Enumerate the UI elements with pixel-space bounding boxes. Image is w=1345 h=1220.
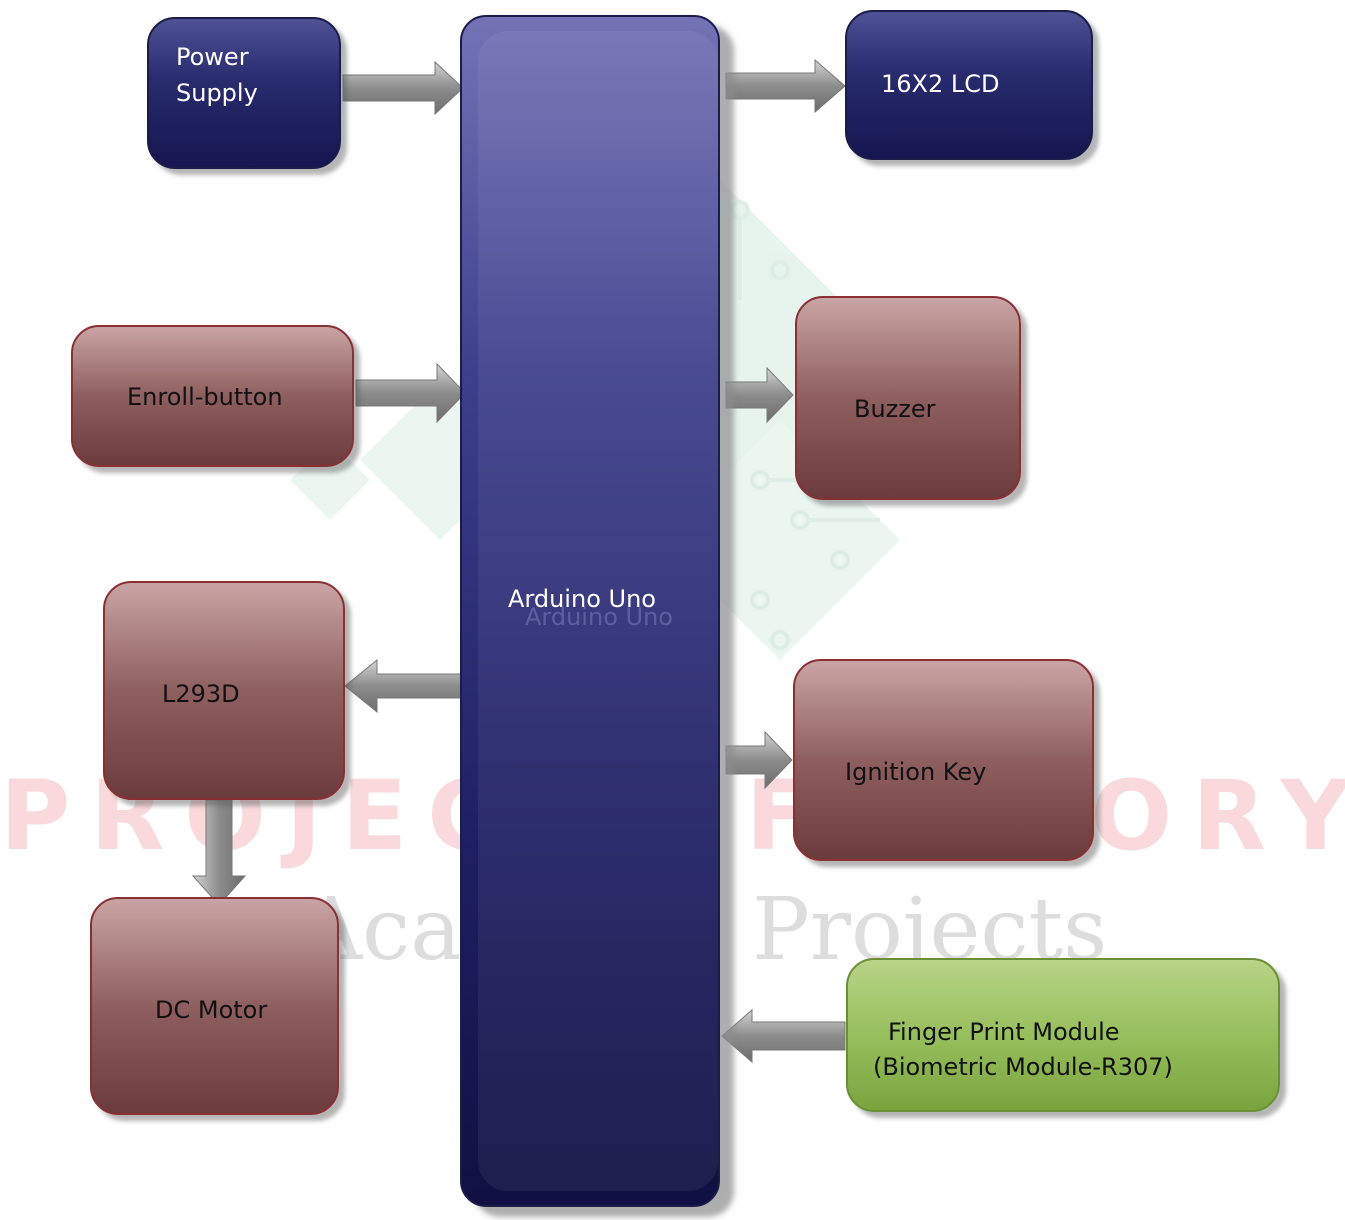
l293d-block: L293D xyxy=(103,581,345,800)
power-supply-label-line2: Supply xyxy=(176,79,258,107)
power-supply-label-line1: Power xyxy=(176,43,249,71)
finger-print-label-line1: Finger Print Module xyxy=(888,1018,1120,1046)
ignition-key-block: Ignition Key xyxy=(793,659,1094,861)
buzzer-label: Buzzer xyxy=(854,395,936,423)
l293d-label: L293D xyxy=(162,680,240,708)
power-supply-block: Power Supply xyxy=(147,17,341,169)
finger-print-module-block: Finger Print Module (Biometric Module-R3… xyxy=(846,958,1280,1112)
buzzer-block: Buzzer xyxy=(795,296,1021,500)
ignition-key-label: Ignition Key xyxy=(845,758,987,786)
enroll-button-block: Enroll-button xyxy=(71,325,354,467)
arduino-uno-block xyxy=(460,15,720,1207)
dc-motor-block: DC Motor xyxy=(90,897,339,1115)
dc-motor-label: DC Motor xyxy=(155,996,268,1024)
lcd-block: 16X2 LCD xyxy=(845,10,1093,160)
arduino-uno-label: Arduino Uno xyxy=(508,585,656,613)
lcd-label: 16X2 LCD xyxy=(881,70,1000,98)
finger-print-label-line2: (Biometric Module-R307) xyxy=(873,1053,1173,1081)
arduino-uno-ghost-label: Arduino Uno xyxy=(525,603,673,631)
enroll-button-label: Enroll-button xyxy=(127,383,283,411)
